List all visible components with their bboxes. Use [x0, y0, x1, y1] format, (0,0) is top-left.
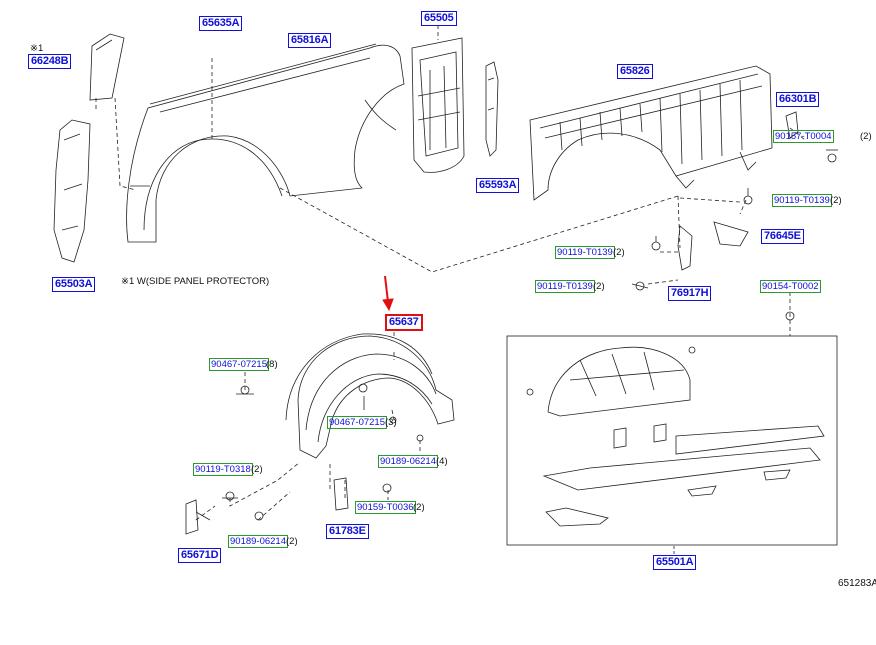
bracket-65671D [185, 499, 211, 535]
fastener-label-90189-06214[interactable]: 90189-06214 [228, 535, 288, 548]
bolt-icon [785, 311, 795, 321]
fastener-qty: (2) [413, 502, 425, 513]
part-label-65635A[interactable]: 65635A [199, 16, 243, 31]
fastener-label-90467-07215[interactable]: 90467-07215 [327, 416, 387, 429]
footnote-text: ※1 W(SIDE PANEL PROTECTOR) [121, 276, 270, 287]
fastener-label-90119-T0139[interactable]: 90119-T0139 [772, 194, 832, 207]
part-label-65501A[interactable]: 65501A [653, 555, 697, 570]
fastener-qty: (8) [266, 359, 278, 370]
part-label-65593A[interactable]: 65593A [476, 178, 520, 193]
part-label-65671D[interactable]: 65671D [178, 548, 222, 563]
side-protector [53, 119, 91, 263]
fastener-qty: (2) [251, 464, 263, 475]
part-label-65816A[interactable]: 65816A [288, 33, 332, 48]
part-label-61783E[interactable]: 61783E [326, 524, 369, 539]
fastener-label-90159-T0036[interactable]: 90159-T0036 [355, 501, 416, 514]
leader-lines [95, 25, 806, 521]
fastener-label-90157-T0004[interactable]: 90157-T0004 [773, 130, 834, 143]
part-label-65505[interactable]: 65505 [421, 11, 457, 26]
wheelhouse-liner [285, 333, 455, 459]
fastener-label-90154-T0002[interactable]: 90154-T0002 [760, 280, 821, 293]
fastener-label-90467-07215[interactable]: 90467-07215 [209, 358, 269, 371]
fastener-qty: (2) [613, 247, 625, 258]
bed-side-panel [126, 43, 405, 243]
part-label-76645E[interactable]: 76645E [761, 229, 804, 244]
fastener-label-90189-06214[interactable]: 90189-06214 [378, 455, 438, 468]
fastener-icons-liner [222, 383, 424, 521]
pillar-trim [485, 61, 499, 157]
part-label-65503A[interactable]: 65503A [52, 277, 96, 292]
fastener-qty: (2) [830, 195, 842, 206]
part-label-65637[interactable]: 65637 [385, 314, 423, 331]
part-label-76917H[interactable]: 76917H [668, 286, 712, 301]
fastener-qty: (2) [593, 281, 605, 292]
spare-tire-box [506, 335, 838, 546]
part-label-66248B[interactable]: 66248B [28, 54, 72, 69]
highlight-arrow [382, 275, 394, 312]
fastener-icons-top [631, 149, 838, 291]
part-label-65826[interactable]: 65826 [617, 64, 653, 79]
note-mark: ※1 [30, 43, 44, 54]
fastener-label-90119-T0139[interactable]: 90119-T0139 [555, 246, 615, 259]
spare-tire-parts [526, 346, 825, 527]
figure-id: 651283A [838, 578, 876, 589]
inner-side-panel [529, 65, 773, 201]
fastener-qty: (3) [385, 417, 397, 428]
front-panel-66248B [89, 33, 125, 101]
inner-panel [411, 37, 465, 173]
bracket-61783E [333, 477, 349, 511]
fastener-label-90119-T0318[interactable]: 90119-T0318 [193, 463, 253, 476]
fastener-qty: (2) [286, 536, 298, 547]
fastener-qty: (4) [436, 456, 448, 467]
part-label-66301B[interactable]: 66301B [776, 92, 820, 107]
fastener-label-90119-T0139[interactable]: 90119-T0139 [535, 280, 595, 293]
fastener-qty: (2) [860, 131, 872, 142]
